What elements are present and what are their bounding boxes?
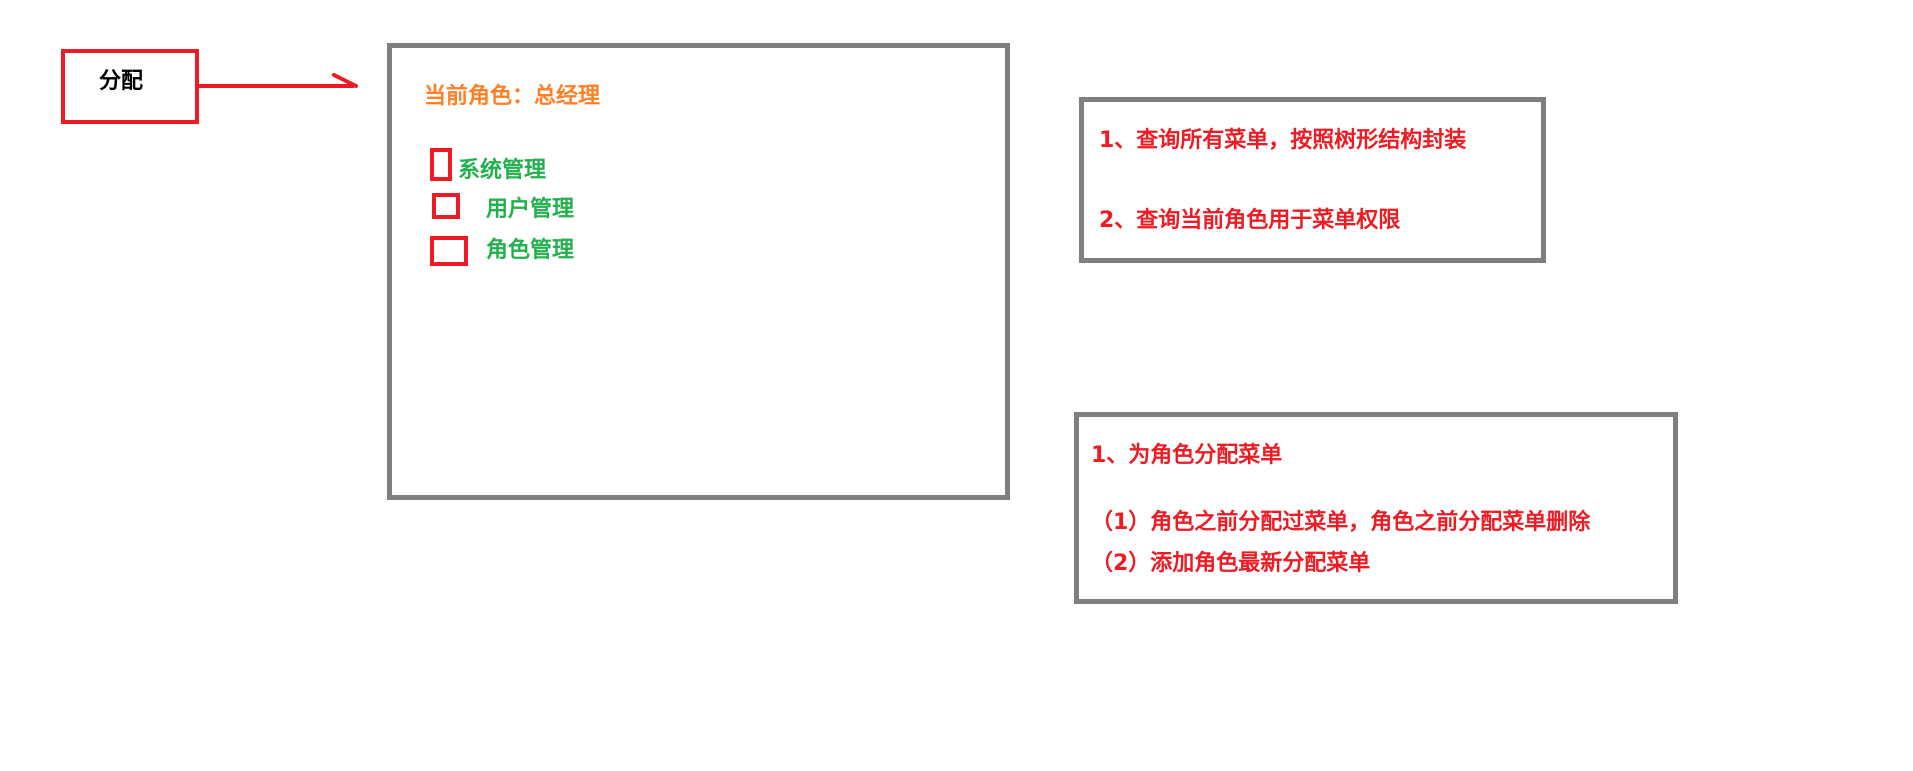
note-line: （1）角色之前分配过菜单，角色之前分配菜单删除 — [1091, 510, 1591, 535]
tree-label: 角色管理 — [486, 238, 575, 263]
checkbox-role[interactable] — [430, 236, 468, 266]
note-line: （2）添加角色最新分配菜单 — [1091, 551, 1371, 576]
checkbox-system[interactable] — [430, 148, 452, 181]
tree-label: 系统管理 — [458, 158, 547, 183]
assign-notes-box: 1、为角色分配菜单 （1）角色之前分配过菜单，角色之前分配菜单删除 （2）添加角… — [1074, 412, 1678, 604]
note-line: 2、查询当前角色用于菜单权限 — [1099, 208, 1401, 233]
note-line: 1、为角色分配菜单 — [1091, 443, 1283, 468]
checkbox-user[interactable] — [432, 193, 460, 219]
assign-button[interactable]: 分配 — [61, 49, 199, 124]
current-role-title: 当前角色：总经理 — [424, 84, 601, 109]
note-line: 1、查询所有菜单，按照树形结构封装 — [1099, 128, 1467, 153]
arrow-right-icon — [199, 73, 358, 88]
role-menu-panel: 当前角色：总经理 系统管理 用户管理 角色管理 — [387, 43, 1010, 500]
query-notes-box: 1、查询所有菜单，按照树形结构封装 2、查询当前角色用于菜单权限 — [1079, 97, 1546, 263]
assign-label: 分配 — [99, 69, 144, 94]
tree-label: 用户管理 — [486, 197, 575, 222]
